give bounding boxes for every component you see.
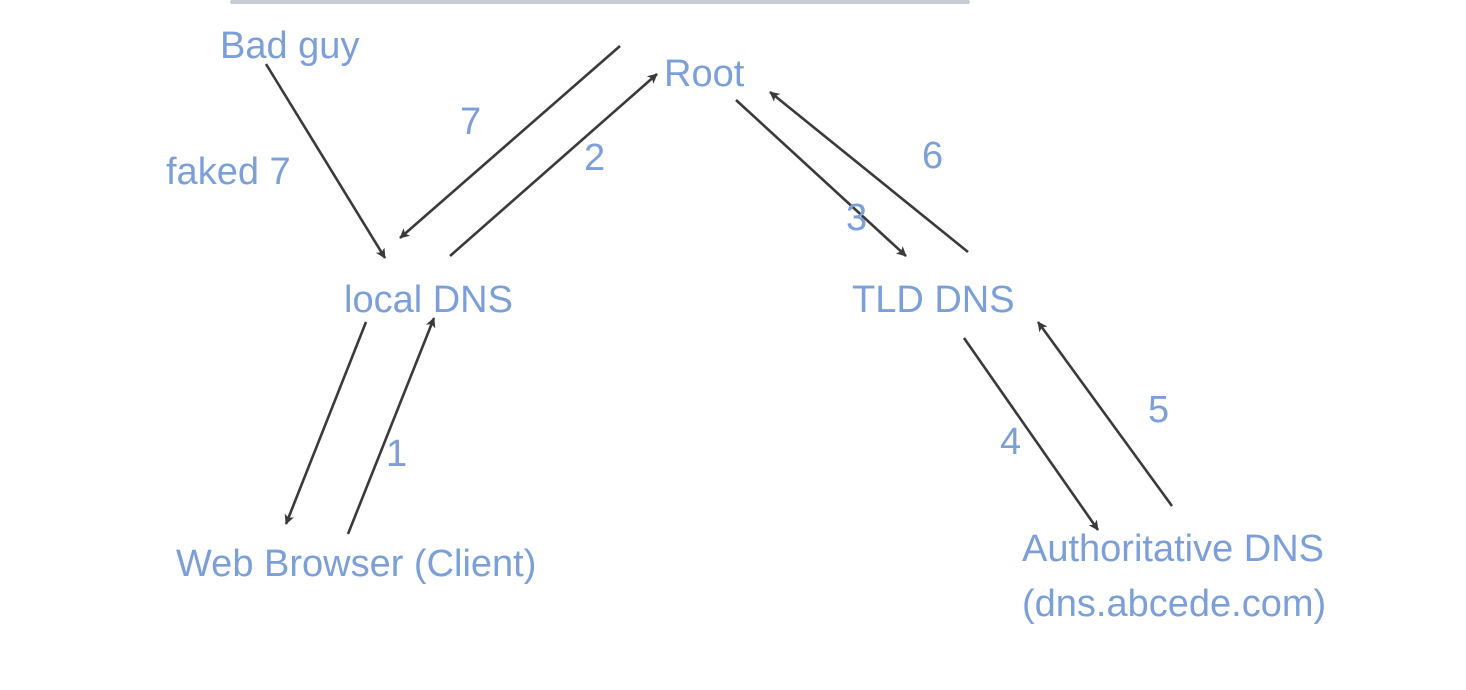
arrow-tld-dns-to-root (769, 90, 969, 254)
arrow-tld-dns-to-authoritative-dns (962, 337, 1100, 531)
node-tld-dns: TLD DNS (852, 279, 1015, 321)
arrow-root-to-tld-dns (735, 99, 907, 257)
node-web-browser: Web Browser (Client) (176, 543, 536, 585)
arrow-authoritative-dns-to-tld-dns (1036, 321, 1174, 507)
step-label-6: 6 (922, 135, 943, 177)
node-root: Root (664, 53, 745, 95)
step-label-faked-7: faked 7 (166, 151, 291, 193)
step-label-1: 1 (386, 433, 407, 475)
step-label-4: 4 (1000, 421, 1021, 463)
node-local-dns: local DNS (344, 279, 513, 321)
cropped-text-sliver (230, 0, 970, 4)
arrow-local-dns-to-browser (284, 321, 368, 525)
node-bad-guy: Bad guy (220, 25, 359, 67)
step-label-5: 5 (1148, 389, 1169, 431)
step-label-2: 2 (584, 137, 605, 179)
arrow-badguy-to-local-dns (264, 63, 387, 259)
arrow-browser-to-local-dns (346, 317, 436, 535)
step-label-7: 7 (460, 101, 481, 143)
arrow-local-dns-to-root (449, 73, 658, 257)
node-authoritative-dns-domain: (dns.abcede.com) (1022, 583, 1326, 625)
step-label-3: 3 (846, 197, 867, 239)
arrow-root-to-local-dns (399, 45, 621, 239)
node-authoritative-dns: Authoritative DNS (1022, 528, 1324, 570)
